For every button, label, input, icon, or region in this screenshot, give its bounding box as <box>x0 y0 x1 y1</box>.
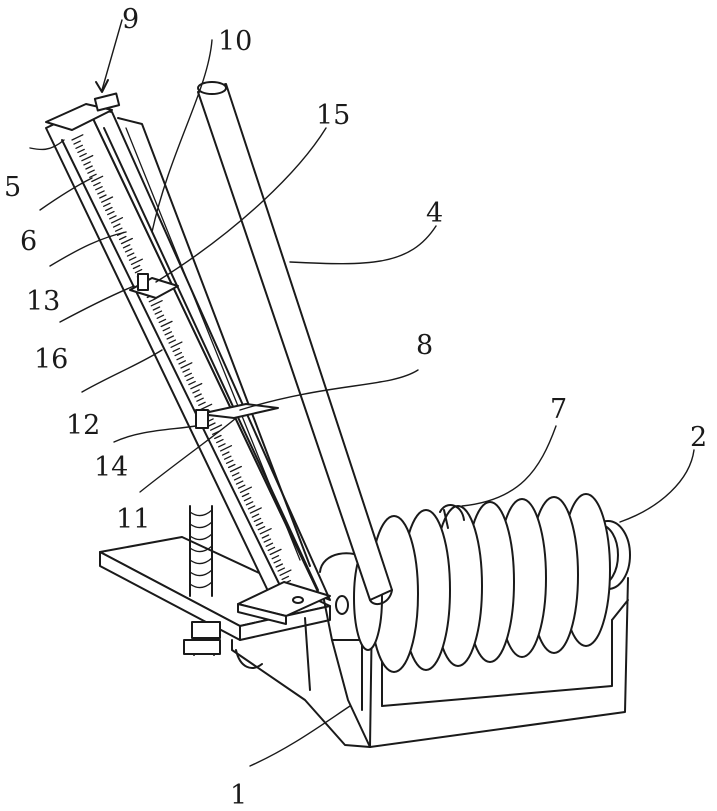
label-10: 10 <box>218 26 252 57</box>
label-8: 8 <box>416 330 433 361</box>
label-7: 7 <box>550 394 567 425</box>
label-9: 9 <box>122 4 139 35</box>
label-6: 6 <box>20 226 37 257</box>
spring-coil <box>354 494 630 672</box>
label-15: 15 <box>316 100 350 131</box>
label-13: 13 <box>26 286 60 317</box>
label-1: 1 <box>230 780 247 811</box>
label-12: 12 <box>66 410 100 441</box>
label-16: 16 <box>34 344 68 375</box>
label-14: 14 <box>94 452 128 483</box>
label-5: 5 <box>4 172 21 203</box>
label-11: 11 <box>116 504 150 535</box>
label-4: 4 <box>426 198 443 229</box>
label-2: 2 <box>690 422 707 453</box>
